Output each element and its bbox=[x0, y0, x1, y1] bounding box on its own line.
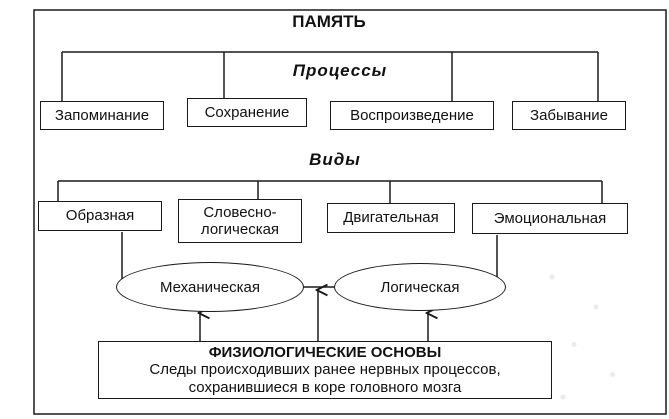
bleed-through-noise bbox=[530, 262, 640, 412]
processes-heading: Процессы bbox=[292, 61, 388, 80]
process-box-memorization: Запоминание bbox=[40, 101, 164, 130]
ellipse-label: Логическая bbox=[380, 278, 460, 296]
type-box-motor: Двигательная bbox=[327, 203, 455, 233]
type-label: Эмоциональная bbox=[493, 209, 607, 227]
basis-line-1: Следы происходивших ранее нервных процес… bbox=[149, 361, 501, 379]
ellipse-label: Механическая bbox=[159, 278, 261, 296]
process-label: Запоминание bbox=[54, 106, 150, 124]
ellipse-logical: Логическая bbox=[334, 263, 506, 311]
type-label: Словесно- логическая bbox=[200, 203, 280, 238]
type-box-verbal-logical: Словесно- логическая bbox=[178, 199, 302, 243]
ellipse-mechanical: Механическая bbox=[116, 262, 304, 312]
process-label: Воспроизведение bbox=[350, 106, 474, 124]
process-box-reproduction: Воспроизведение bbox=[330, 101, 494, 130]
type-box-emotional: Эмоциональная bbox=[472, 203, 628, 234]
type-label: Двигательная bbox=[343, 209, 439, 227]
type-box-figurative: Образная bbox=[38, 201, 162, 231]
basis-title: ФИЗИОЛОГИЧЕСКИЕ ОСНОВЫ bbox=[208, 344, 442, 362]
process-label: Сохранение bbox=[204, 103, 290, 121]
process-box-retention: Сохранение bbox=[187, 98, 307, 127]
outer-frame bbox=[33, 9, 667, 415]
process-box-forgetting: Забывание bbox=[512, 101, 626, 130]
diagram-title: ПАМЯТЬ bbox=[292, 12, 366, 31]
physiological-basis-box: ФИЗИОЛОГИЧЕСКИЕ ОСНОВЫ Следы происходивш… bbox=[98, 341, 552, 399]
basis-line-2: сохранившиеся в коре головного мозга bbox=[188, 378, 462, 396]
process-label: Забывание bbox=[530, 106, 608, 124]
types-heading: Виды bbox=[309, 150, 361, 169]
type-label: Образная bbox=[65, 207, 135, 225]
